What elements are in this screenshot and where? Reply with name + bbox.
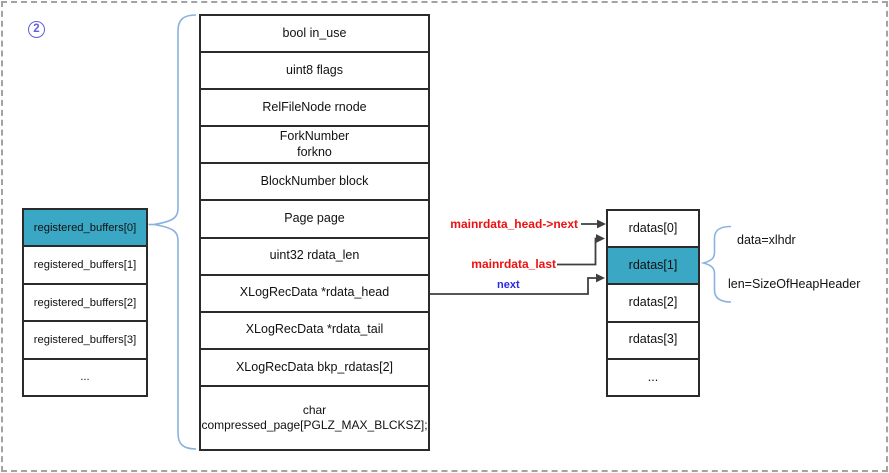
struct-expansion-brace	[153, 14, 197, 450]
struct-field-rdata-len: uint32 rdata_len	[201, 239, 428, 276]
struct-field-block: BlockNumber block	[201, 164, 428, 202]
rdatas-0-cell: rdatas[0]	[608, 211, 698, 249]
mainrdata-last-arrowhead	[596, 234, 605, 243]
struct-field-in-use: bool in_use	[201, 16, 428, 54]
struct-field-rdata-head: XLogRecData *rdata_head	[201, 276, 428, 313]
struct-field-forkno: ForkNumber forkno	[201, 127, 428, 165]
rdatas1-detail-brace	[700, 225, 732, 303]
mainrdata-head-next-arrowhead	[597, 219, 606, 229]
registered-buffers-2-cell: registered_buffers[2]	[24, 285, 146, 323]
rdata-head-next-arrowhead	[596, 273, 605, 283]
next-pointer-label: next	[497, 279, 520, 291]
struct-field-rnode: RelFileNode rnode	[201, 90, 428, 128]
rdatas-2-cell: rdatas[2]	[608, 285, 698, 323]
struct-field-bkp-rdatas: XLogRecData bkp_rdatas[2]	[201, 350, 428, 387]
rdatas-3-cell: rdatas[3]	[608, 323, 698, 360]
struct-field-compressed-page: char compressed_page[PGLZ_MAX_BLCKSZ];	[201, 402, 428, 432]
struct-field-rdata-tail: XLogRecData *rdata_tail	[201, 313, 428, 350]
registered-buffers-1-cell: registered_buffers[1]	[24, 247, 146, 285]
mainrdata-last-label: mainrdata_last	[471, 257, 556, 271]
rdatas-1-cell: rdatas[1]	[608, 248, 698, 286]
step-2-badge: 2	[28, 21, 45, 38]
mainrdata-last-arrow-line	[557, 237, 598, 266]
registered-buffers-3-cell: registered_buffers[3]	[24, 322, 146, 360]
registered-buffers-table: registered_buffers[0] registered_buffers…	[22, 208, 148, 397]
rdatas-table: rdatas[0] rdatas[1] rdatas[2] rdatas[3] …	[606, 209, 700, 397]
registered-buffers-ellipsis-cell: ...	[80, 371, 90, 384]
registered-buffer-struct-table: bool in_use uint8 flags RelFileNode rnod…	[199, 14, 430, 451]
rdatas-ellipsis-cell: ...	[647, 369, 659, 384]
data-xlhdr-label: data=xlhdr	[737, 233, 796, 247]
struct-field-flags: uint8 flags	[201, 53, 428, 91]
mainrdata-head-next-label: mainrdata_head->next	[450, 217, 578, 231]
struct-field-page: Page page	[201, 201, 428, 239]
registered-buffers-0-cell: registered_buffers[0]	[24, 210, 146, 248]
len-sizeofheapheader-label: len=SizeOfHeapHeader	[728, 277, 861, 291]
